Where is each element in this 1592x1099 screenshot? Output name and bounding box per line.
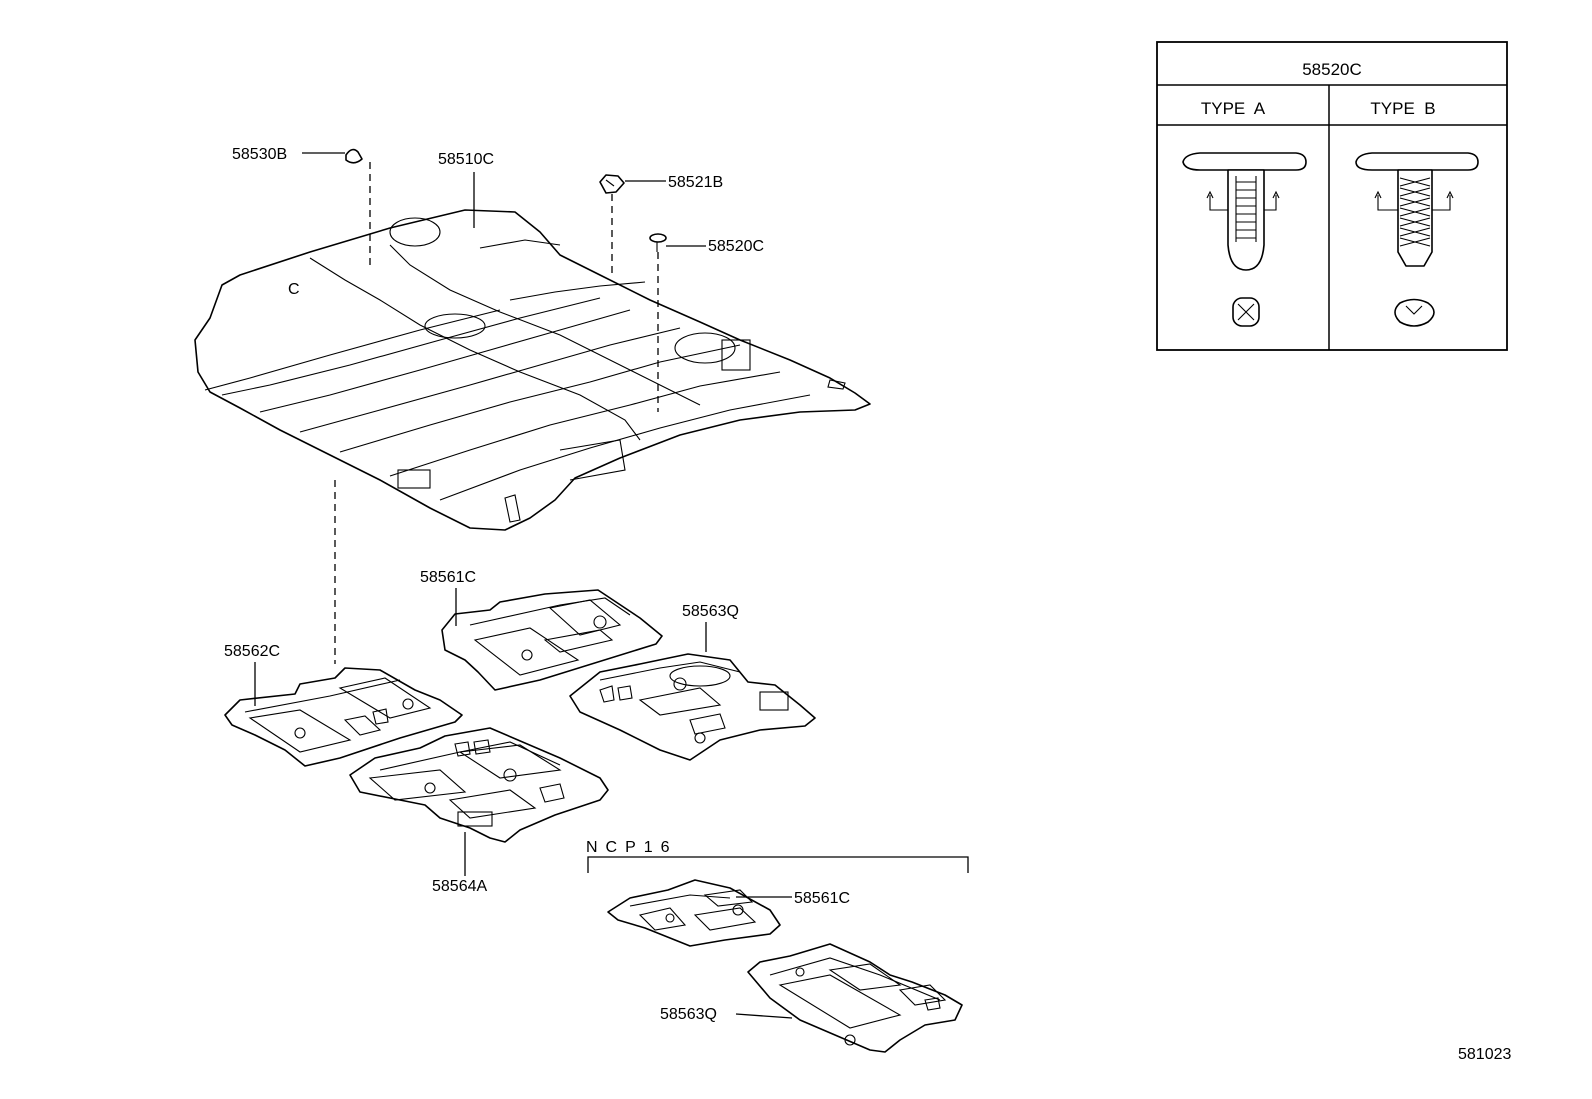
clip-58521b bbox=[599, 174, 625, 194]
label-58521b: 58521B bbox=[668, 174, 723, 191]
ncp16-title: NCP16 bbox=[586, 839, 678, 856]
label-58562c: 58562C bbox=[224, 643, 280, 660]
clip-58530b bbox=[345, 148, 363, 164]
label-58520c: 58520C bbox=[708, 238, 764, 255]
label-ncp16-58561c: 58561C bbox=[794, 890, 850, 907]
ncp16-floor-mat-58561c bbox=[607, 879, 781, 947]
page-code: 581023 bbox=[1458, 1046, 1511, 1063]
label-ncp16-58563q: 58563Q bbox=[660, 1006, 717, 1023]
label-58564a: 58564A bbox=[432, 878, 487, 895]
floor-mat-58562c bbox=[224, 667, 463, 767]
label-58510c: 58510C bbox=[438, 151, 494, 168]
floor-mat-58561c bbox=[441, 589, 663, 691]
type-a-clip-drawing bbox=[1182, 152, 1307, 327]
label-58561c: 58561C bbox=[420, 569, 476, 586]
type-b-clip-drawing bbox=[1355, 152, 1479, 327]
floor-mat-58564a bbox=[349, 727, 609, 843]
floor-mat-58563q bbox=[569, 653, 816, 761]
ncp16-floor-mat-58563q bbox=[747, 943, 963, 1053]
ncp16-group-bracket bbox=[587, 856, 969, 873]
floor-carpet-58510c bbox=[194, 209, 871, 531]
inset-type-b: TYPE B bbox=[1370, 99, 1435, 118]
label-58563q: 58563Q bbox=[682, 603, 739, 620]
pin-58520c bbox=[649, 233, 667, 252]
label-58530b: 58530B bbox=[232, 146, 287, 163]
inset-clip-types: 58520C TYPE A TYPE B bbox=[1156, 41, 1508, 351]
carpet-mark-c: C bbox=[288, 281, 300, 298]
inset-type-a: TYPE A bbox=[1201, 99, 1266, 118]
inset-title: 58520C bbox=[1302, 60, 1362, 79]
